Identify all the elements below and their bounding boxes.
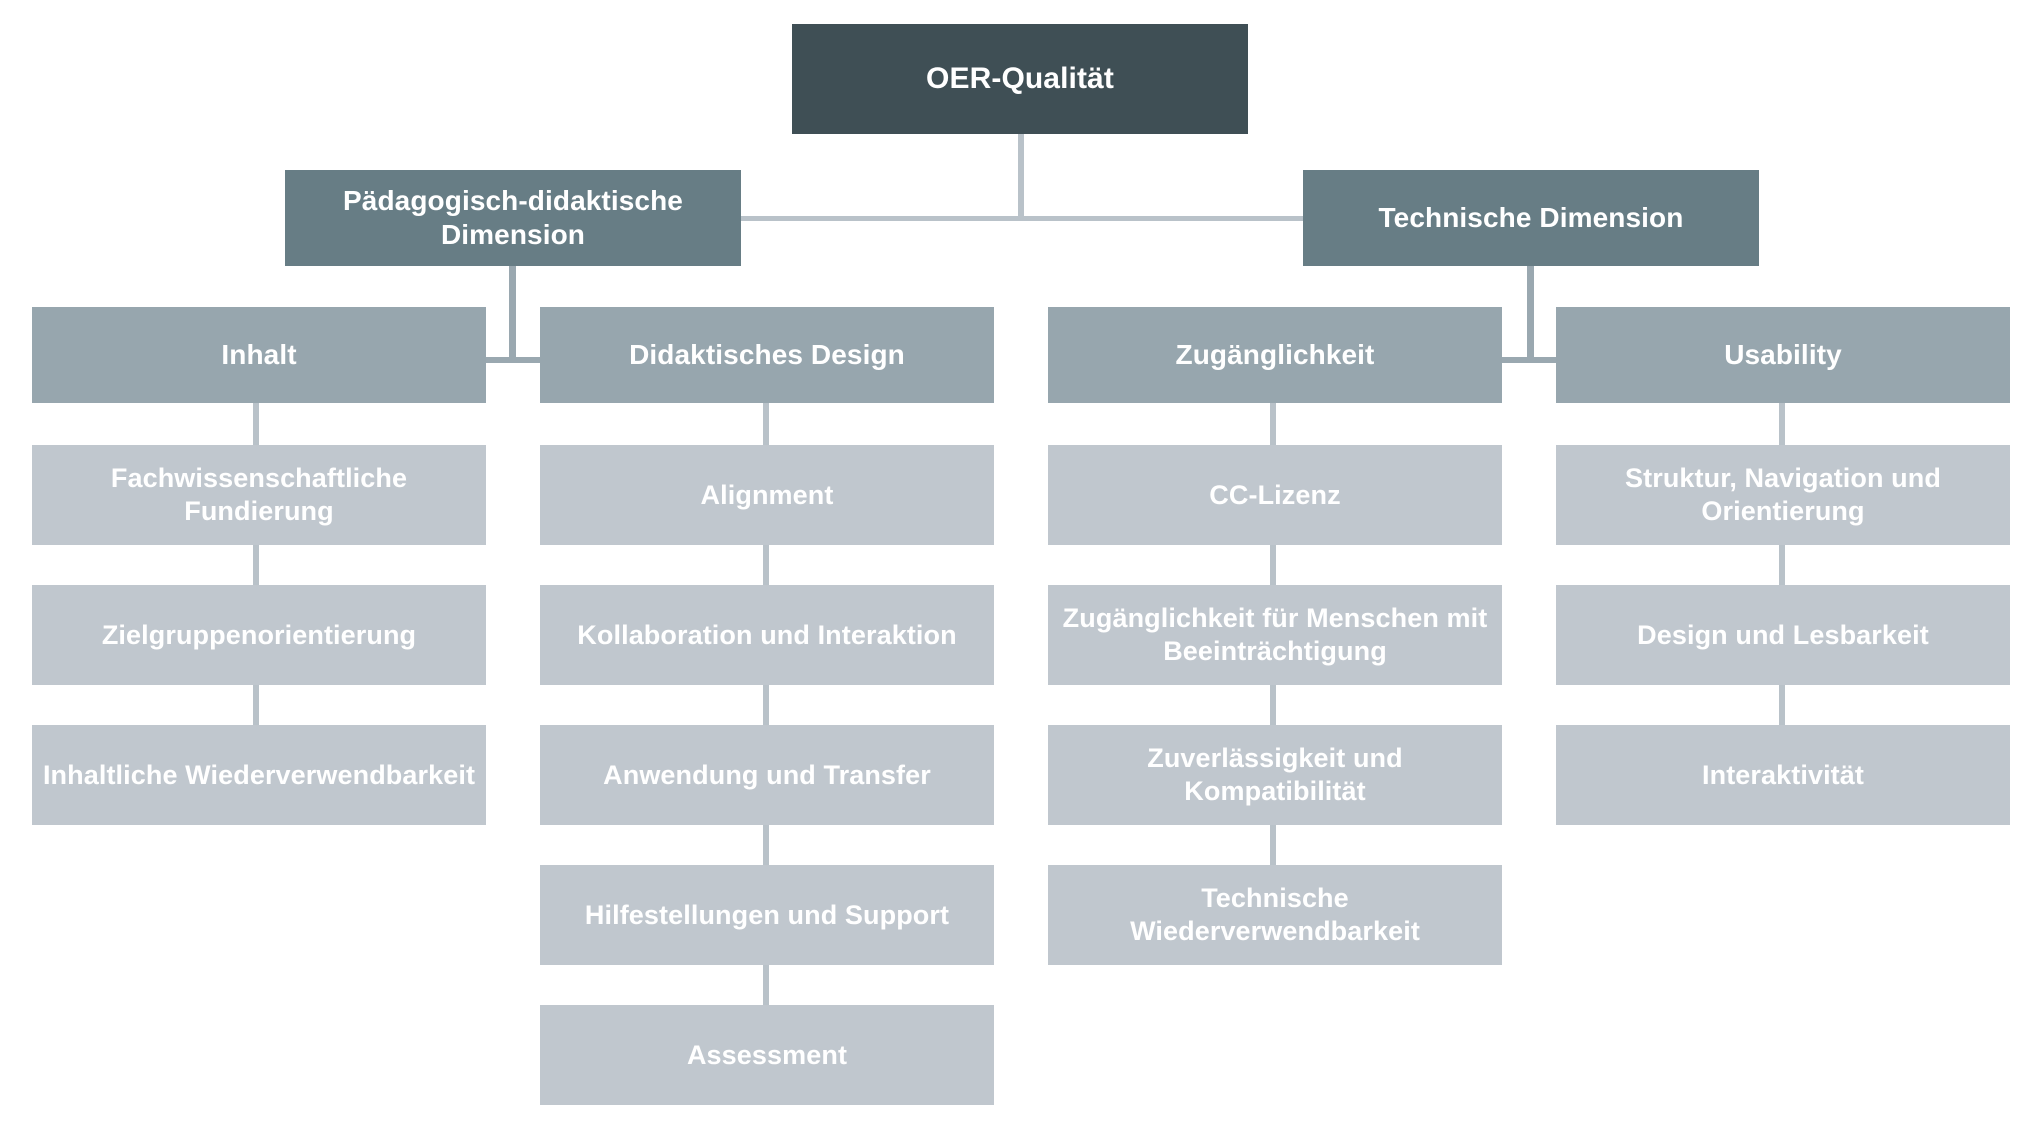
node-root-oer-qualitaet[interactable]: OER-Qualität <box>792 24 1248 134</box>
connector-col1-spine-2 <box>253 545 259 587</box>
connector-col3-spine-2 <box>1270 545 1276 587</box>
connector-col3-spine-4 <box>1270 825 1276 867</box>
connector-col2-spine-4 <box>763 825 769 867</box>
node-criterion-assessment[interactable]: Assessment <box>540 1005 994 1105</box>
connector-col1-spine-3 <box>253 685 259 727</box>
node-criterion-technische-wiederverwendbarkeit[interactable]: Technische Wiederverwendbarkeit <box>1048 865 1502 965</box>
connector-col1-spine <box>253 403 259 445</box>
connector-col4-spine-3 <box>1779 685 1785 727</box>
node-criterion-struktur-navigation-orientierung[interactable]: Struktur, Navigation und Orientierung <box>1556 445 2010 545</box>
node-dimension-technisch[interactable]: Technische Dimension <box>1303 170 1759 266</box>
node-criterion-interaktivitaet[interactable]: Interaktivität <box>1556 725 2010 825</box>
connector-col3-spine-3 <box>1270 685 1276 727</box>
connector-cat-bar-right <box>1492 357 1569 363</box>
node-criterion-inhaltliche-wiederverwendbarkeit[interactable]: Inhaltliche Wiederverwendbarkeit <box>32 725 486 825</box>
node-criterion-zuverlaessigkeit-und-kompatibilitaet[interactable]: Zuverlässigkeit und Kompatibilität <box>1048 725 1502 825</box>
node-criterion-fachwissenschaftliche-fundierung[interactable]: Fachwissenschaftliche Fundierung <box>32 445 486 545</box>
node-criterion-anwendung-und-transfer[interactable]: Anwendung und Transfer <box>540 725 994 825</box>
connector-root-stem <box>1018 134 1024 218</box>
connector-col3-spine-1 <box>1270 403 1276 445</box>
node-criterion-design-und-lesbarkeit[interactable]: Design und Lesbarkeit <box>1556 585 2010 685</box>
node-criterion-alignment[interactable]: Alignment <box>540 445 994 545</box>
connector-col2-spine-5 <box>763 965 769 1007</box>
node-criterion-hilfestellungen-und-support[interactable]: Hilfestellungen und Support <box>540 865 994 965</box>
node-category-zugaenglichkeit[interactable]: Zugänglichkeit <box>1048 307 1502 403</box>
node-criterion-zielgruppenorientierung[interactable]: Zielgruppenorientierung <box>32 585 486 685</box>
connector-dim-right-stem <box>1527 266 1534 362</box>
node-criterion-zugaenglichkeit-beeintraechtigung[interactable]: Zugänglichkeit für Menschen mit Beeinträ… <box>1048 585 1502 685</box>
node-criterion-kollaboration-und-interaktion[interactable]: Kollaboration und Interaktion <box>540 585 994 685</box>
connector-col2-spine-3 <box>763 685 769 727</box>
connector-dimensions-bar <box>738 216 1304 221</box>
connector-dim-left-stem <box>509 266 516 362</box>
node-criterion-cc-lizenz[interactable]: CC-Lizenz <box>1048 445 1502 545</box>
connector-col4-spine-2 <box>1779 545 1785 587</box>
connector-col2-spine-2 <box>763 545 769 587</box>
connector-cat-bar-left <box>474 357 551 363</box>
node-category-didaktisches-design[interactable]: Didaktisches Design <box>540 307 994 403</box>
node-dimension-paedagogisch-didaktisch[interactable]: Pädagogisch-didaktische Dimension <box>285 170 741 266</box>
connector-col4-spine-1 <box>1779 403 1785 445</box>
node-category-inhalt[interactable]: Inhalt <box>32 307 486 403</box>
node-category-usability[interactable]: Usability <box>1556 307 2010 403</box>
connector-col2-spine-1 <box>763 403 769 445</box>
